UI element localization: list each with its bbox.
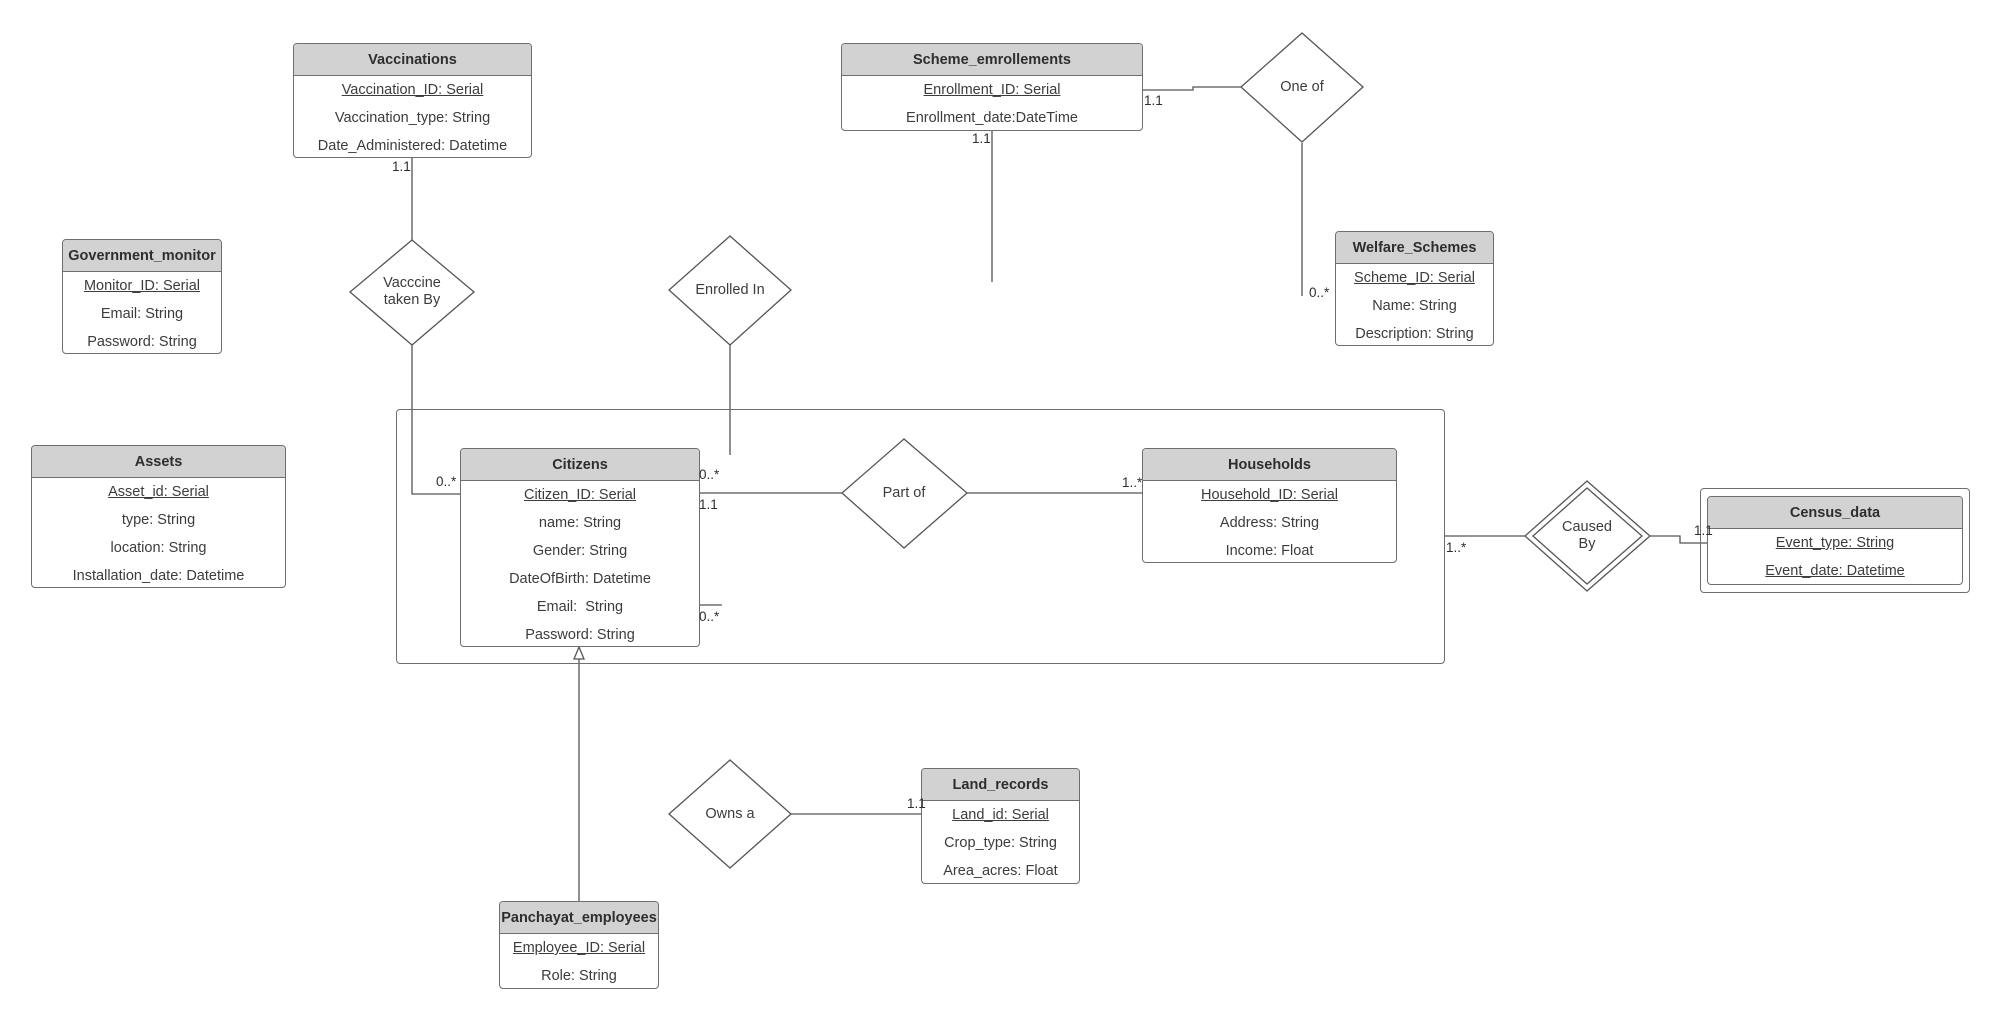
cardinality-aggregate: 1..* <box>1446 540 1467 555</box>
rel-label-caused-by: Caused By <box>1562 519 1612 552</box>
attribute: Income: Float <box>1225 543 1314 559</box>
attribute: Area_acres: Float <box>943 863 1058 879</box>
diamond-vaccine-taken-by <box>348 239 476 346</box>
entity-title: Assets <box>32 446 285 478</box>
cardinality-citizens-right: 1.1 <box>699 497 718 512</box>
rel-label-enrolled-in: Enrolled In <box>695 281 765 298</box>
entity-assets[interactable]: Assets Asset_id: Serial type: String loc… <box>31 445 286 588</box>
attribute: type: String <box>121 512 196 528</box>
weak-entity-border <box>1700 488 1970 593</box>
cardinality-citizens-top-right: 0..* <box>699 467 720 482</box>
inheritance-arrow-head <box>573 645 585 660</box>
entity-title: Vaccinations <box>294 44 531 76</box>
attribute: Email: String <box>536 599 624 615</box>
aggregation-box <box>396 409 1445 664</box>
attribute-primary-key: Enrollment_ID: Serial <box>923 82 1061 98</box>
attribute: Date_Administered: Datetime <box>317 138 508 154</box>
entity-census-data[interactable]: Census_data Event_type: String Event_dat… <box>1707 496 1963 585</box>
rel-label-part-of: Part of <box>882 484 926 501</box>
attribute: Gender: String <box>532 543 628 559</box>
entity-citizens[interactable]: Citizens Citizen_ID: Serial name: String… <box>460 448 700 647</box>
entity-panchayat-employees[interactable]: Panchayat_employees Employee_ID: Serial … <box>499 901 659 989</box>
attribute: Password: String <box>87 334 197 350</box>
entity-welfare-schemes[interactable]: Welfare_Schemes Scheme_ID: Serial Name: … <box>1335 231 1494 346</box>
cardinality-land-records: 1.1 <box>907 796 926 811</box>
attribute-primary-key: Employee_ID: Serial <box>512 940 646 956</box>
cardinality-vaccinations: 1.1 <box>392 159 411 174</box>
entity-title: Scheme_emrollements <box>842 44 1142 76</box>
entity-households[interactable]: Households Household_ID: Serial Address:… <box>1142 448 1397 563</box>
cardinality-census: 1.1 <box>1694 523 1713 538</box>
connector-vaccine-taken-by-citizens <box>411 345 460 495</box>
attribute: DateOfBirth: Datetime <box>509 571 651 587</box>
cardinality-citizens-bottom-right: 0..* <box>699 609 720 624</box>
entity-title: Panchayat_employees <box>500 902 658 934</box>
connector-enrollments-one-of <box>1143 86 1241 91</box>
rel-label-owns-a: Owns a <box>705 805 755 822</box>
attribute: name: String <box>538 515 622 531</box>
connector-caused-by-census <box>1650 535 1707 544</box>
rel-label-one-of: One of <box>1280 78 1324 95</box>
attribute: Role: String <box>541 968 617 984</box>
attribute: Installation_date: Datetime <box>72 568 245 584</box>
attribute: Name: String <box>1372 298 1457 314</box>
entity-title: Census_data <box>1708 497 1962 529</box>
attribute: Crop_type: String <box>944 835 1057 851</box>
cardinality-enrollments-bottom: 1.1 <box>972 131 991 146</box>
attribute-primary-key: Household_ID: Serial <box>1200 487 1339 503</box>
attribute-primary-key: Monitor_ID: Serial <box>83 278 201 294</box>
attribute-primary-key: Asset_id: Serial <box>108 484 209 500</box>
attribute-primary-key: Land_id: Serial <box>952 807 1049 823</box>
entity-government-monitor[interactable]: Government_monitor Monitor_ID: Serial Em… <box>62 239 222 354</box>
entity-title: Citizens <box>461 449 699 481</box>
entity-land-records[interactable]: Land_records Land_id: Serial Crop_type: … <box>921 768 1080 884</box>
attribute: Description: String <box>1355 326 1474 342</box>
cardinality-households: 1..* <box>1122 475 1143 490</box>
attribute: Enrollment_date:DateTime <box>906 110 1078 126</box>
diamond-owns-a <box>668 759 792 869</box>
attribute-primary-key: Citizen_ID: Serial <box>523 487 636 503</box>
cardinality-citizens-left: 0..* <box>436 474 457 489</box>
attribute: Address: String <box>1219 515 1320 531</box>
attribute: location: String <box>110 540 207 556</box>
attribute: Email: String <box>100 306 184 322</box>
attribute: Password: String <box>525 627 635 643</box>
attribute: Vaccination_type: String <box>334 110 491 126</box>
diamond-enrolled-in <box>668 235 792 346</box>
entity-title: Welfare_Schemes <box>1336 232 1493 264</box>
entity-vaccinations[interactable]: Vaccinations Vaccination_ID: Serial Vacc… <box>293 43 532 158</box>
attribute-key: Event_date: Datetime <box>1765 563 1905 579</box>
entity-title: Households <box>1143 449 1396 481</box>
attribute-primary-key: Scheme_ID: Serial <box>1354 270 1475 286</box>
attribute-primary-key: Vaccination_ID: Serial <box>341 82 484 98</box>
diamond-one-of <box>1240 32 1364 143</box>
attribute-key: Event_type: String <box>1775 535 1895 551</box>
cardinality-welfare-schemes: 0..* <box>1309 285 1330 300</box>
entity-title: Government_monitor <box>63 240 221 272</box>
diamond-caused-by-inner <box>1532 487 1643 585</box>
cardinality-enrollments-right: 1.1 <box>1144 93 1163 108</box>
rel-label-vaccine-taken-by: Vacccine taken By <box>383 275 441 308</box>
entity-title: Land_records <box>922 769 1079 801</box>
entity-scheme-enrollments[interactable]: Scheme_emrollements Enrollment_ID: Seria… <box>841 43 1143 131</box>
diamond-part-of <box>841 438 968 549</box>
